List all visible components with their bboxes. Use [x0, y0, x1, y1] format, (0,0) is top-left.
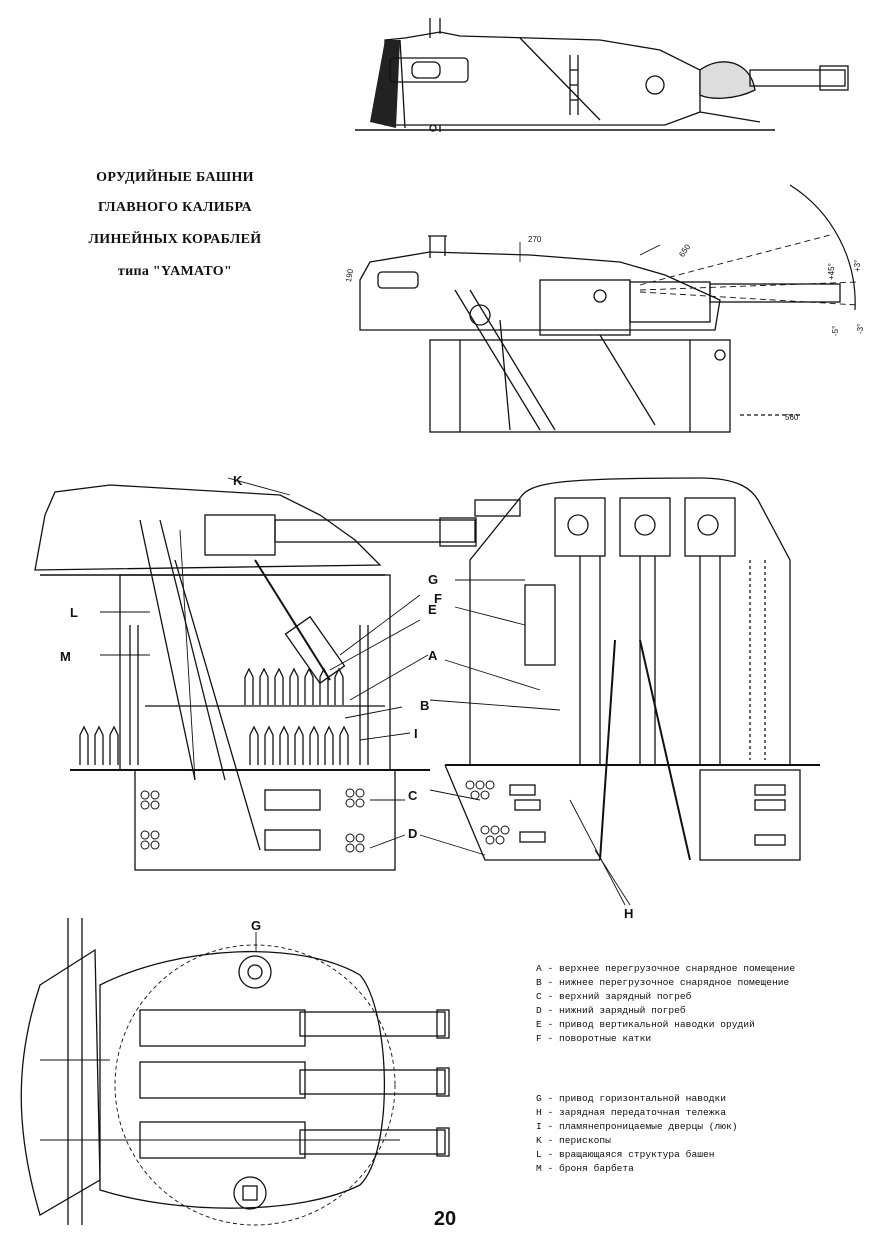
callout-i: I	[414, 726, 418, 741]
turret-section-side	[34, 477, 477, 871]
dimension-650: 650	[677, 242, 692, 259]
powder-charges-left	[140, 788, 365, 853]
gun-breech-right	[684, 497, 736, 557]
legend-item-e: E - привод вертикальной наводки орудий	[536, 1019, 755, 1030]
plan-gun-bottom	[139, 1121, 450, 1159]
legend-item-m: M - броня барбета	[536, 1163, 634, 1174]
dimension-190: 190	[344, 268, 355, 283]
legend-item-k: K - перископы	[536, 1135, 611, 1146]
legend-item-h: H - зарядная передаточная тележка	[536, 1107, 726, 1118]
legend-gap	[536, 1046, 795, 1092]
powder-charges-right	[465, 780, 510, 845]
legend-item-b: B - нижнее перегрузочное снарядное помещ…	[536, 977, 790, 988]
legend-item-g: G - привод горизонтальной наводки	[536, 1093, 726, 1104]
legend-item-a: A - верхнее перегрузочное снарядное поме…	[536, 963, 796, 974]
callout-c: C	[408, 788, 418, 803]
turret-exterior-side-view	[355, 18, 849, 132]
callout-g-plan: G	[251, 918, 261, 933]
dimension-270: 270	[528, 235, 542, 244]
legend: A - верхнее перегрузочное снарядное поме…	[536, 962, 795, 1176]
callout-e: E	[428, 602, 437, 617]
shell-row-upper	[244, 667, 344, 705]
legend-item-f: F - поворотные катки	[536, 1033, 652, 1044]
gun-breech-center	[619, 497, 671, 557]
callout-a: A	[428, 648, 438, 663]
callout-l: L	[70, 605, 78, 620]
turret-section-front	[419, 477, 820, 906]
callout-f: F	[434, 591, 442, 606]
callout-h: H	[624, 906, 633, 921]
plan-gun-middle	[139, 1061, 450, 1099]
callout-d: D	[408, 826, 417, 841]
callout-g: G	[428, 572, 438, 587]
title-line-3: ЛИНЕЙНЫХ КОРАБЛЕЙ	[88, 232, 262, 247]
legend-item-d: D - нижний зарядный погреб	[536, 1005, 686, 1016]
legend-item-i: I - пламянепроницаемые дверцы (люк)	[536, 1121, 738, 1132]
page-number: 20	[433, 1208, 457, 1230]
legend-item-l: L - вращающаяся структура башен	[536, 1149, 715, 1160]
turret-plan-view	[20, 918, 450, 1226]
title-line-2: ГЛАВНОГО КАЛИБРА	[98, 200, 252, 215]
angle-minus-3: -3°	[856, 324, 865, 334]
title-line-1: ОРУДИЙНЫЕ БАШНИ	[96, 170, 254, 185]
dimension-560: 560	[785, 413, 799, 422]
angle-plus-45: +45°	[827, 263, 836, 280]
shell-row-lower	[79, 725, 349, 765]
legend-item-c: C - верхний зарядный погреб	[536, 991, 692, 1002]
title-line-4: типа "YAMATO"	[117, 264, 233, 279]
angle-minus-5: -5°	[831, 326, 840, 336]
callout-m: M	[60, 649, 71, 664]
callout-k: K	[233, 473, 243, 488]
turret-cutaway-side-view: 270 190 650 560 +45° +3° -5° -3°	[344, 184, 865, 433]
callout-b: B	[420, 698, 429, 713]
angle-plus-3: +3°	[853, 260, 862, 272]
plan-gun-top	[139, 1009, 450, 1047]
